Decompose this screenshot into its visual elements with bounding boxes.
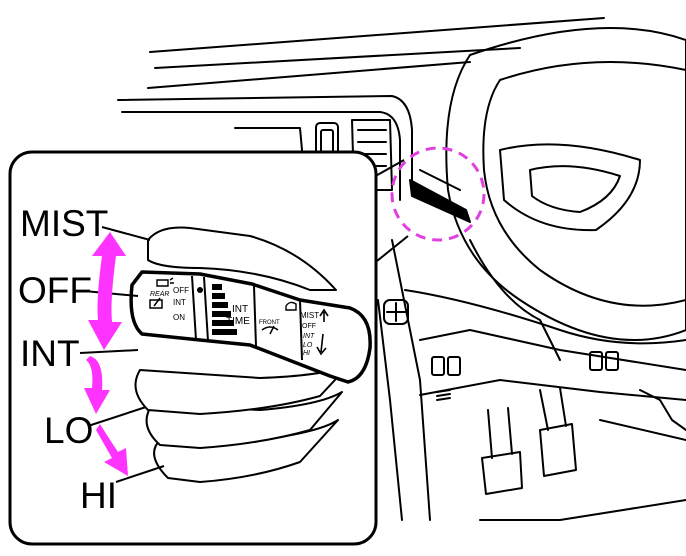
wiper-lever [129,226,372,483]
dashboard-top-line [149,17,605,53]
pedal-center [539,423,577,477]
front-wiper-icon [261,325,279,335]
front-setting-hi: HI [303,350,310,357]
int-time-bar [212,293,225,299]
steering-wheel-rim [445,27,686,341]
lever-sections [191,275,303,361]
steering-column [469,239,561,361]
double-arrow-mist-int [88,232,126,350]
front-wiper-group: FRONT MIST OFF INT LO HI [259,301,329,357]
front-down-arrow-icon [316,333,327,356]
rear-wiper-group: REAR OFF INT ON [149,277,189,322]
lower-dash-line-3 [419,379,686,401]
position-label-lo: LO [44,410,93,451]
switch-left-lines [436,389,451,401]
int-time-divider [253,285,257,347]
int-time-bar [212,329,237,335]
rear-washer-icon [156,277,174,287]
lever-ghost-int [134,365,349,415]
leader-mist [101,226,151,241]
instrument-hood-inner [121,111,401,201]
highlight-circle [390,146,486,242]
arrow-int-lo [84,356,110,414]
position-label-hi: HI [80,475,117,516]
hazard-button [383,299,409,325]
dashboard-top-line-2 [154,47,521,69]
front-setting-int: INT [303,333,315,340]
int-time-bars [212,284,237,335]
position-label-int: INT [20,333,80,374]
front-up-arrow-icon [319,308,329,322]
leader-lo [87,406,147,427]
steering-wheel-inner [482,61,686,307]
pedal-left [481,451,523,495]
rear-setting-off: OFF [173,286,189,295]
lower-dash-line [404,289,686,345]
rear-knob-dot [197,287,203,293]
leader-int [79,349,139,354]
steering-wheel-spoke [529,165,621,213]
steering-wheel-hub [499,143,641,232]
switch-right-2 [605,351,619,371]
floor-line-2 [599,419,686,441]
pedal-center-arm [539,387,567,431]
lever-main [129,270,372,384]
switch-left-2 [447,356,461,376]
dashboard-upper-edge [147,61,471,89]
hazard-icon [386,302,406,322]
scene-wiper-stalk [409,179,471,223]
switch-left-1 [431,356,445,376]
washer-icon [285,301,297,311]
front-setting-off: OFF [302,323,316,330]
position-label-off: OFF [18,270,92,311]
rear-wiper-name: REAR [150,291,169,298]
front-wiper-name: FRONT [259,320,280,326]
rear-setting-on: ON [173,313,185,322]
pedal-left-arm [487,407,513,459]
vent-slat [357,129,387,167]
arrow-lo-hi [96,424,128,476]
int-time-bar [212,284,222,290]
int-time-line2: TIME [226,316,250,327]
lower-dash-line-2 [419,329,686,371]
callout-line-bottom [371,235,409,266]
right-panel-line [639,389,686,431]
lever-ghost-mist [147,226,337,291]
switch-right-1 [589,351,603,371]
floor-line [479,499,686,521]
instrument-panel-lower [234,127,303,151]
position-label-mist: MIST [20,203,108,244]
int-time-bar [212,320,234,326]
lever-ghost-lo [145,391,343,449]
center-console-edge [391,239,431,521]
int-time-line1: INT [232,304,248,315]
rear-knob-divider [191,275,197,341]
int-time-bar [212,302,228,308]
front-divider [299,299,303,361]
front-setting-lo: LO [303,342,313,349]
leader-hi [115,465,165,483]
position-arrows [84,232,128,476]
rear-wiper-icon [149,297,163,309]
front-setting-mist: MIST [300,311,319,320]
instrument-hood [117,95,413,191]
rear-setting-int: INT [173,298,186,307]
dashboard-scene [117,17,686,521]
scene-stalk-base [419,169,461,191]
int-time-bar [212,311,231,317]
center-console-inner [377,299,403,521]
rear-knob-divider-2 [203,276,209,342]
